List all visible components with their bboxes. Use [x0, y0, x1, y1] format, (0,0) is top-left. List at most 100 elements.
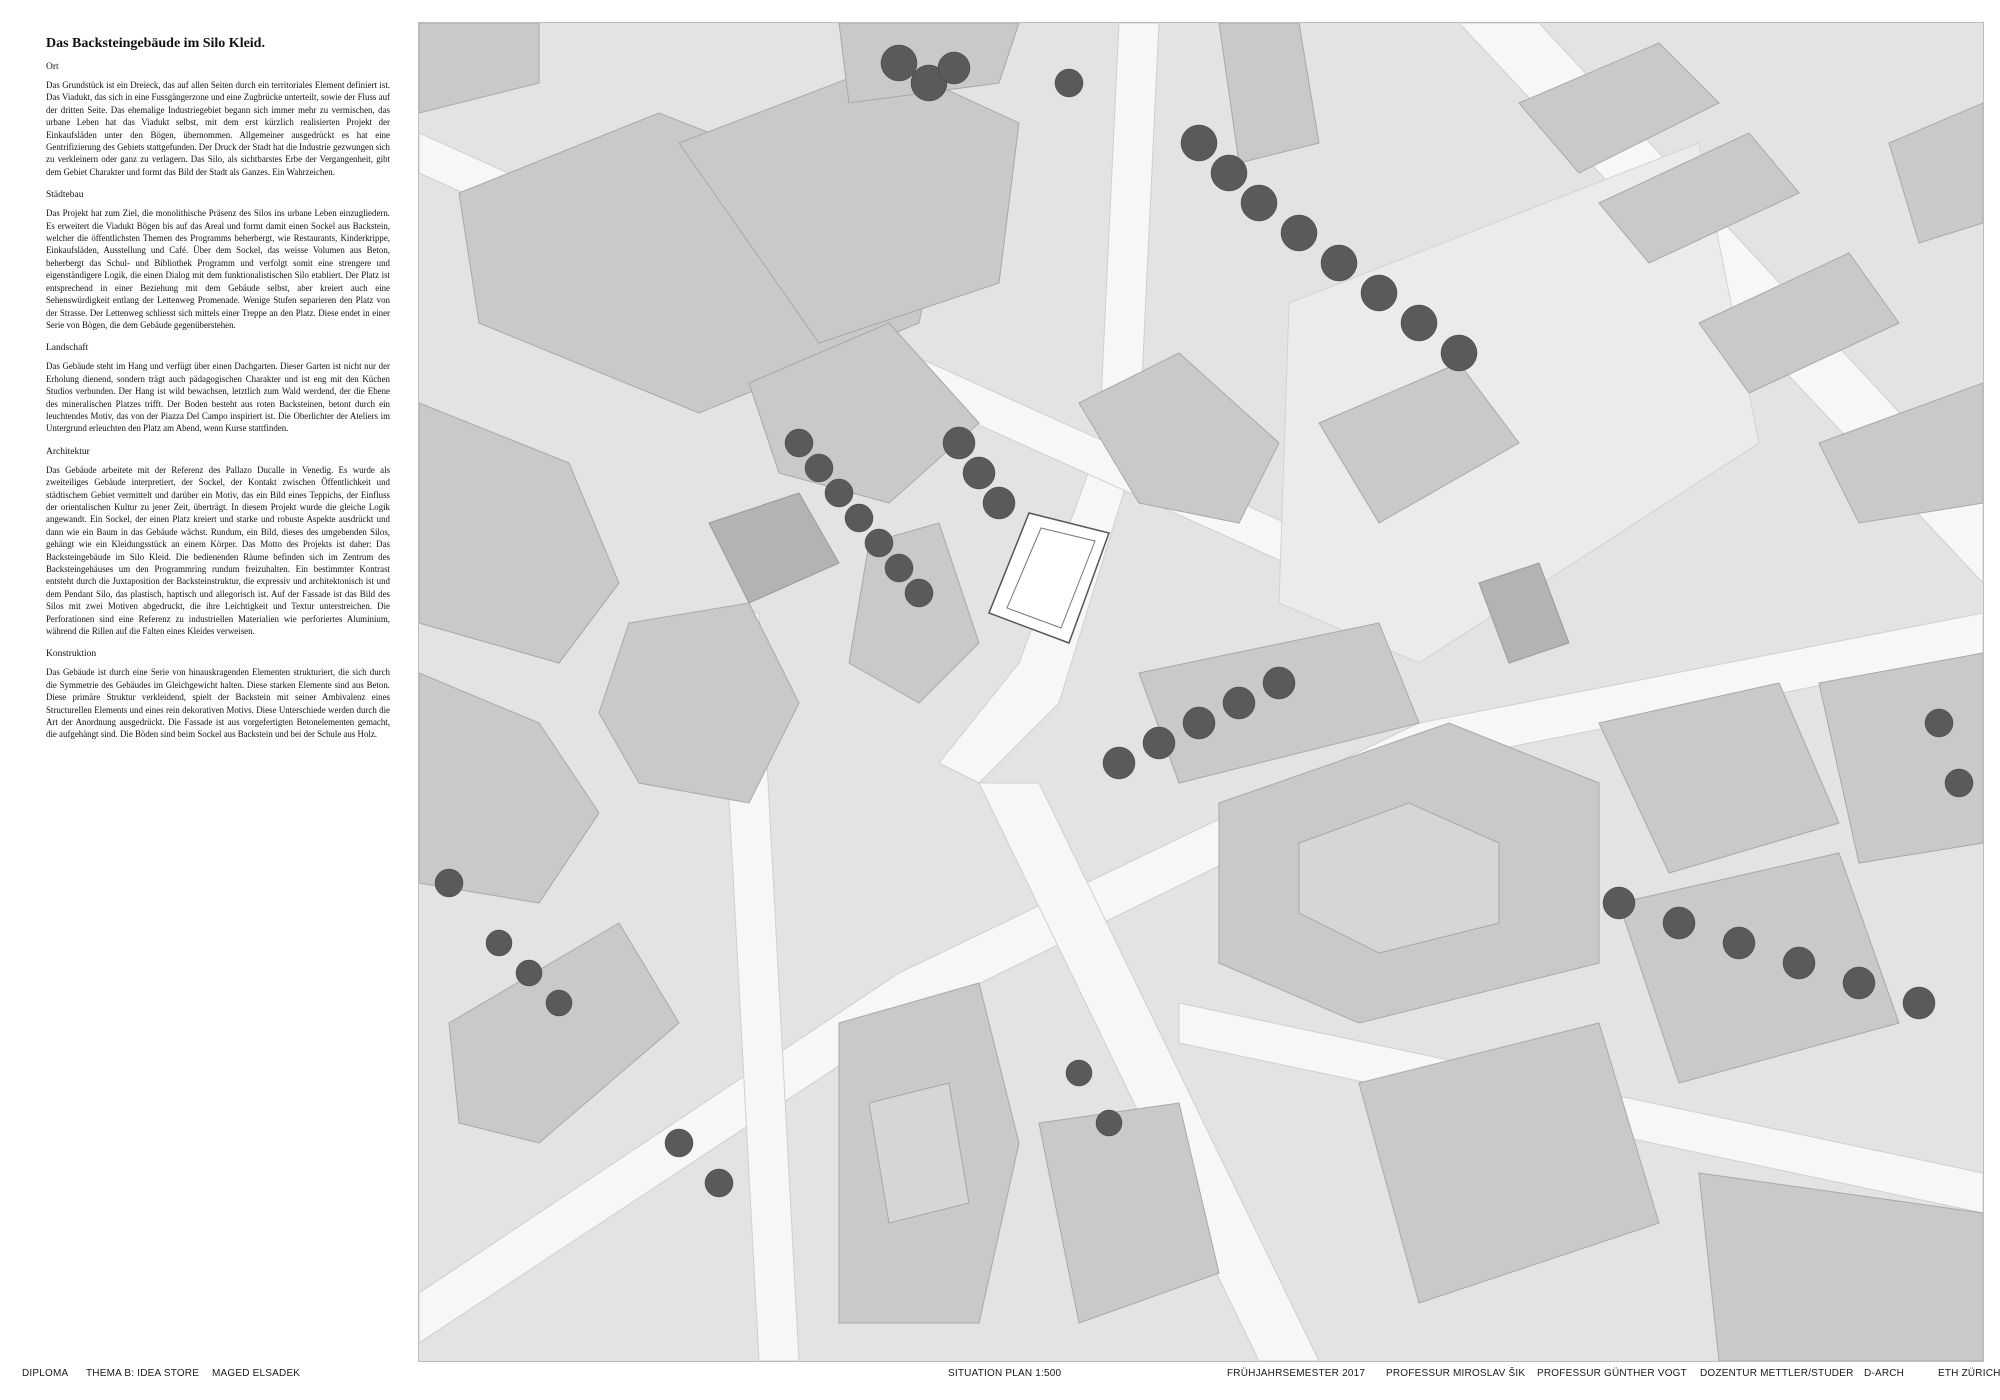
footer-diploma: DIPLOMA [22, 1368, 69, 1379]
project-building [988, 512, 1110, 644]
section-staedtebau: Städtebau Das Projekt hat zum Ziel, die … [46, 190, 390, 331]
tree-canopy-icon [1210, 154, 1248, 192]
footer-bar: DIPLOMA THEMA B: IDEA STORE MAGED ELSADE… [0, 1364, 2000, 1386]
tree-canopy-icon [1054, 68, 1084, 98]
tree-canopy-icon [884, 553, 914, 583]
tree-canopy-icon [982, 486, 1016, 520]
footer-professor-1: PROFESSUR MIROSLAV ŠIK [1386, 1368, 1526, 1379]
building-block [748, 322, 980, 504]
tree-canopy-icon [664, 1128, 694, 1158]
tree-canopy-icon [937, 51, 971, 85]
building-block [1358, 1022, 1660, 1304]
building-block [1078, 352, 1280, 524]
tree-canopy-icon [1222, 686, 1256, 720]
tree-canopy-icon [910, 64, 948, 102]
tree-canopy-icon [1782, 946, 1816, 980]
section-body: Das Gebäude ist durch eine Serie von hin… [46, 667, 390, 740]
building-block [419, 672, 600, 904]
building-block [419, 23, 540, 114]
text-column: Das Backsteingebäude im Silo Kleid. Ort … [22, 22, 390, 1352]
building-block [419, 402, 620, 664]
tree-canopy-icon [1924, 708, 1954, 738]
roof-block [708, 492, 840, 604]
tree-canopy-icon [1722, 926, 1756, 960]
tree-canopy-icon [545, 989, 573, 1017]
building-block [1038, 1102, 1220, 1324]
roof-block [1478, 562, 1570, 664]
building-block [838, 23, 1020, 104]
building-block [1218, 23, 1320, 164]
tree-canopy-icon [824, 478, 854, 508]
tree-canopy-icon [1944, 768, 1974, 798]
footer-author: MAGED ELSADEK [212, 1368, 301, 1379]
section-landschaft: Landschaft Das Gebäude steht im Hang und… [46, 343, 390, 434]
tree-canopy-icon [904, 578, 934, 608]
section-ort: Ort Das Grundstück ist ein Dreieck, das … [46, 62, 390, 178]
building-block [1888, 102, 1983, 244]
tree-canopy-icon [1065, 1059, 1093, 1087]
project-building-outline [988, 512, 1110, 644]
section-body: Das Gebäude steht im Hang und verfügt üb… [46, 361, 390, 434]
building-block [1818, 382, 1983, 524]
building-block [1698, 1172, 1983, 1361]
open-field [1278, 142, 1760, 664]
tree-canopy-icon [434, 868, 464, 898]
footer-theme: THEMA B: IDEA STORE [86, 1368, 200, 1379]
footer-professor-2: PROFESSUR GÜNTHER VOGT [1537, 1368, 1687, 1379]
building-block [1318, 362, 1520, 524]
tree-canopy-icon [1102, 746, 1136, 780]
tree-canopy-icon [1360, 274, 1398, 312]
situation-plan-map[interactable] [418, 22, 1984, 1362]
building-block [848, 522, 980, 704]
tree-canopy-icon [1280, 214, 1318, 252]
section-heading: Landschaft [46, 343, 89, 354]
section-heading: Ort [46, 62, 59, 72]
courtyard [1298, 802, 1500, 954]
section-heading: Konstruktion [46, 649, 97, 660]
tree-canopy-icon [1320, 244, 1358, 282]
tree-canopy-icon [1240, 184, 1278, 222]
section-body: Das Gebäude arbeitete mit der Referenz d… [46, 464, 390, 637]
section-konstruktion: Konstruktion Das Gebäude ist durch eine … [46, 649, 390, 740]
building-block [1518, 42, 1720, 174]
tree-canopy-icon [515, 959, 543, 987]
footer-lecturers: DOZENTUR METTLER/STUDER [1700, 1368, 1854, 1379]
tree-canopy-icon [1095, 1109, 1123, 1137]
tree-canopy-icon [1842, 966, 1876, 1000]
courtyard [868, 1082, 970, 1224]
building-block [1598, 132, 1800, 264]
tree-canopy-icon [844, 503, 874, 533]
trees [434, 44, 1974, 1198]
tree-canopy-icon [1180, 124, 1218, 162]
document-title: Das Backsteingebäude im Silo Kleid. [46, 36, 265, 51]
building-block [1818, 652, 1983, 864]
section-body: Das Projekt hat zum Ziel, die monolithis… [46, 208, 390, 330]
building-block [1598, 682, 1840, 874]
footer-department: D-ARCH [1864, 1368, 1905, 1379]
tree-canopy-icon [704, 1168, 734, 1198]
tree-canopy-icon [1902, 986, 1936, 1020]
tree-canopy-icon [1662, 906, 1696, 940]
tree-canopy-icon [1400, 304, 1438, 342]
tree-canopy-icon [485, 929, 513, 957]
section-architektur: Architektur Das Gebäude arbeitete mit de… [46, 447, 390, 638]
tree-canopy-icon [864, 528, 894, 558]
building-blocks [419, 23, 1983, 1361]
section-heading: Architektur [46, 446, 90, 457]
building-block [1698, 252, 1900, 394]
tree-canopy-icon [1142, 726, 1176, 760]
section-body: Das Grundstück ist ein Dreieck, das auf … [46, 80, 390, 177]
footer-school: ETH ZÜRICH [1938, 1368, 2000, 1379]
tree-canopy-icon [942, 426, 976, 460]
building-block [448, 922, 680, 1144]
tree-canopy-icon [1182, 706, 1216, 740]
tree-canopy-icon [784, 428, 814, 458]
site-plan-drawing [419, 23, 1983, 1361]
footer-semester: FRÜHJAHRSEMESTER 2017 [1227, 1368, 1366, 1379]
tree-canopy-icon [1440, 334, 1478, 372]
tree-canopy-icon [1602, 886, 1636, 920]
section-heading: Städtebau [46, 190, 84, 201]
tree-canopy-icon [804, 453, 834, 483]
dark-roofs [708, 492, 1570, 664]
footer-plan-label: SITUATION PLAN 1:500 [948, 1368, 1062, 1379]
